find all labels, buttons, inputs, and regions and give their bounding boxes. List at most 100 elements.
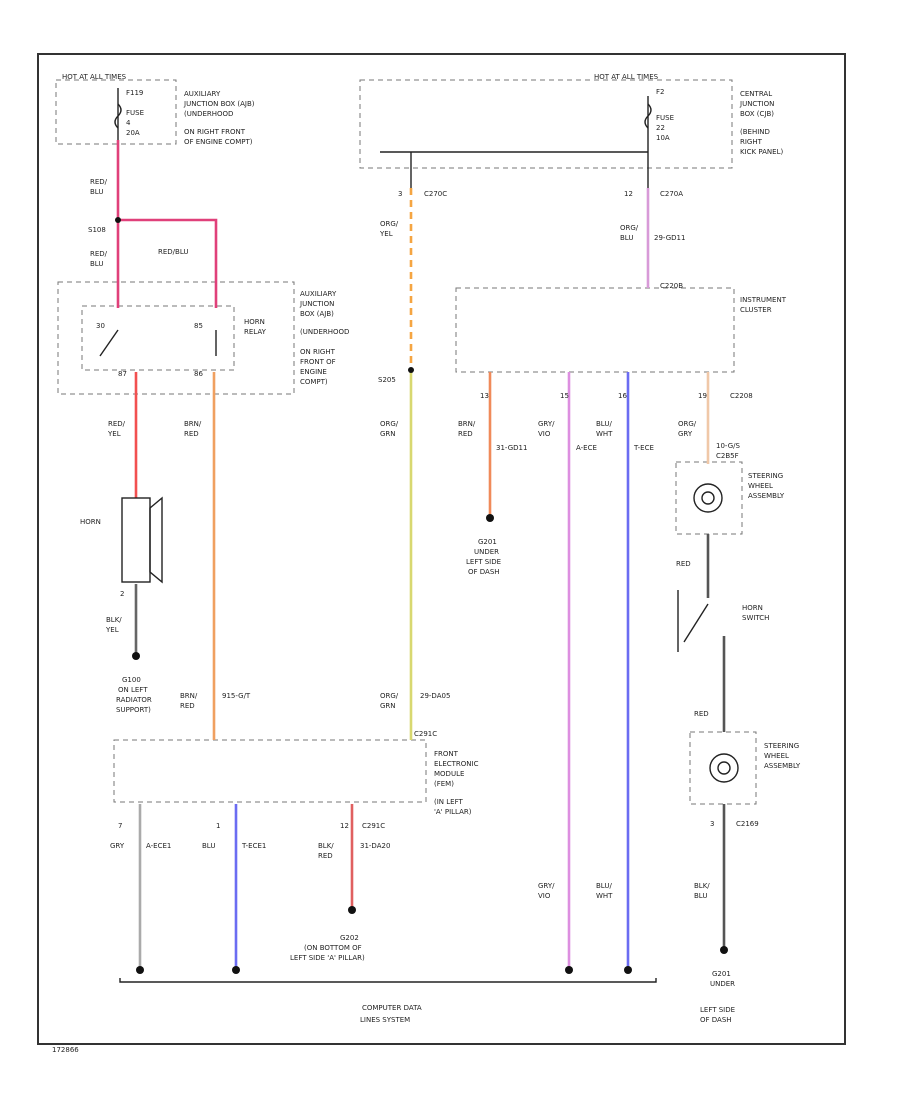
- svg-text:HORN: HORN: [244, 318, 265, 326]
- c270a-pin: 12: [624, 190, 633, 198]
- svg-text:ASSEMBLY: ASSEMBLY: [764, 762, 801, 770]
- svg-text:WHEEL: WHEEL: [764, 752, 789, 760]
- svg-text:RED/: RED/: [90, 178, 108, 186]
- svg-text:(ON BOTTOM OF: (ON BOTTOM OF: [304, 944, 362, 952]
- horn-pin: 2: [120, 590, 124, 598]
- cdls-node-2: [232, 966, 240, 974]
- svg-text:F2: F2: [656, 88, 664, 96]
- steering-wheel-box-1: [675, 461, 743, 535]
- svg-text:BRN/: BRN/: [180, 692, 198, 700]
- ajb-relay-box: [57, 281, 295, 395]
- svg-text:BLU/: BLU/: [596, 882, 612, 890]
- svg-text:BLK/: BLK/: [694, 882, 710, 890]
- c2169-pin: 3: [710, 820, 714, 828]
- c270c-pin: 3: [398, 190, 402, 198]
- svg-text:(FEM): (FEM): [434, 780, 454, 788]
- svg-text:CLUSTER: CLUSTER: [740, 306, 772, 314]
- svg-text:JUNCTION: JUNCTION: [739, 100, 774, 108]
- c291c-label: C291C: [414, 730, 437, 738]
- horn-switch-contact: [683, 603, 709, 643]
- svg-text:BRN/: BRN/: [184, 420, 202, 428]
- brn-red-label-a: BRN/ RED: [184, 420, 202, 438]
- svg-text:COMPUTER DATA: COMPUTER DATA: [362, 1004, 422, 1012]
- fem-pin-7: 7: [118, 822, 122, 830]
- svg-text:WHT: WHT: [596, 892, 613, 900]
- svg-text:ON LEFT: ON LEFT: [118, 686, 148, 694]
- svg-text:BLU: BLU: [90, 260, 103, 268]
- svg-text:4: 4: [126, 119, 131, 127]
- clock-spring-2-inner: [717, 761, 731, 775]
- horn-switch-label: HORN SWITCH: [742, 604, 769, 622]
- relay-switch-contact: [99, 329, 119, 357]
- ground-g201-bottom: [720, 946, 728, 954]
- svg-text:RELAY: RELAY: [244, 328, 267, 336]
- computer-data-lines-label: COMPUTER DATA LINES SYSTEM: [360, 1004, 422, 1024]
- cdls-bracket: [119, 978, 657, 983]
- clock-spring-label: 10-G/S C2B5F: [716, 442, 740, 460]
- blk-red-label: BLK/ RED: [318, 842, 334, 860]
- svg-text:FRONT OF: FRONT OF: [300, 358, 336, 366]
- svg-text:ON RIGHT: ON RIGHT: [300, 348, 336, 356]
- gry-vio-a-circuit: A-ECE: [576, 444, 597, 452]
- svg-text:WHT: WHT: [596, 430, 613, 438]
- gry-label-a: GRY: [110, 842, 125, 850]
- svg-text:CENTRAL: CENTRAL: [740, 90, 772, 98]
- c220b-label: C220B: [660, 282, 683, 290]
- svg-text:BLU: BLU: [694, 892, 707, 900]
- svg-text:(UNDERHOOD: (UNDERHOOD: [300, 328, 349, 336]
- svg-text:SUPPORT): SUPPORT): [116, 706, 151, 714]
- fem-label: FRONT ELECTRONIC MODULE (FEM) (IN LEFT '…: [434, 750, 479, 816]
- fem-pin-1: 1: [216, 822, 220, 830]
- svg-text:COMPT): COMPT): [300, 378, 328, 386]
- brn-red-label-b: BRN/ RED: [458, 420, 476, 438]
- blk-blu-label: BLK/ BLU: [694, 882, 710, 900]
- svg-text:ORG/: ORG/: [380, 420, 399, 428]
- fuse-right-symbol: [644, 103, 652, 129]
- svg-text:RED: RED: [318, 852, 333, 860]
- ajb-top-text: AUXILIARY JUNCTION BOX (AJB) (UNDERHOOD …: [183, 90, 255, 146]
- svg-text:(UNDERHOOD: (UNDERHOOD: [184, 110, 233, 118]
- svg-text:INSTRUMENT: INSTRUMENT: [740, 296, 787, 304]
- instrument-cluster-box: [455, 287, 735, 373]
- cjb-text: CENTRAL JUNCTION BOX (CJB) (BEHIND RIGHT…: [739, 90, 783, 156]
- svg-text:F119: F119: [126, 89, 143, 97]
- clock-spring-2: [709, 753, 739, 783]
- svg-text:ELECTRONIC: ELECTRONIC: [434, 760, 479, 768]
- red-label-b: RED: [694, 710, 709, 718]
- svg-text:10-G/S: 10-G/S: [716, 442, 740, 450]
- svg-text:MODULE: MODULE: [434, 770, 464, 778]
- svg-text:GRN: GRN: [380, 702, 396, 710]
- org-grn-b-circuit: 29-DA05: [420, 692, 450, 700]
- diagram-code: 172866: [52, 1046, 79, 1054]
- blu-label-a: BLU: [202, 842, 215, 850]
- ic-pin-15: 15: [560, 392, 569, 400]
- svg-text:ORG/: ORG/: [678, 420, 697, 428]
- svg-text:RIGHT: RIGHT: [740, 138, 763, 146]
- steering-wheel-label-2: STEERING WHEEL ASSEMBLY: [764, 742, 801, 770]
- horn-bell: [149, 496, 163, 584]
- svg-text:LEFT SIDE: LEFT SIDE: [700, 1006, 735, 1014]
- blu-a-circuit: T-ECE1: [241, 842, 266, 850]
- c270c-label: C270C: [424, 190, 447, 198]
- svg-text:(BEHIND: (BEHIND: [740, 128, 770, 136]
- svg-text:GRY/: GRY/: [538, 420, 555, 428]
- fuse-right-text: F2 FUSE 22 10A: [656, 88, 674, 142]
- c2208-label: C2208: [730, 392, 753, 400]
- c291c-b-label: C291C: [362, 822, 385, 830]
- svg-text:BOX (CJB): BOX (CJB): [740, 110, 774, 118]
- blk-yel-label: BLK/ YEL: [105, 616, 122, 634]
- svg-text:BLK/: BLK/: [318, 842, 334, 850]
- svg-text:FUSE: FUSE: [126, 109, 144, 117]
- org-grn-label-b: ORG/ GRN: [380, 692, 399, 710]
- org-gry-label: ORG/ GRY: [678, 420, 697, 438]
- svg-text:BLU: BLU: [90, 188, 103, 196]
- cjb-box: [359, 79, 733, 169]
- svg-text:AUXILIARY: AUXILIARY: [184, 90, 221, 98]
- ajb-relay-text: AUXILIARY JUNCTION BOX (AJB) (UNDERHOOD …: [299, 290, 349, 386]
- cdls-node-3: [565, 966, 573, 974]
- svg-text:GRN: GRN: [380, 430, 396, 438]
- svg-text:OF ENGINE COMPT): OF ENGINE COMPT): [184, 138, 253, 146]
- red-switch-label: RED: [676, 560, 691, 568]
